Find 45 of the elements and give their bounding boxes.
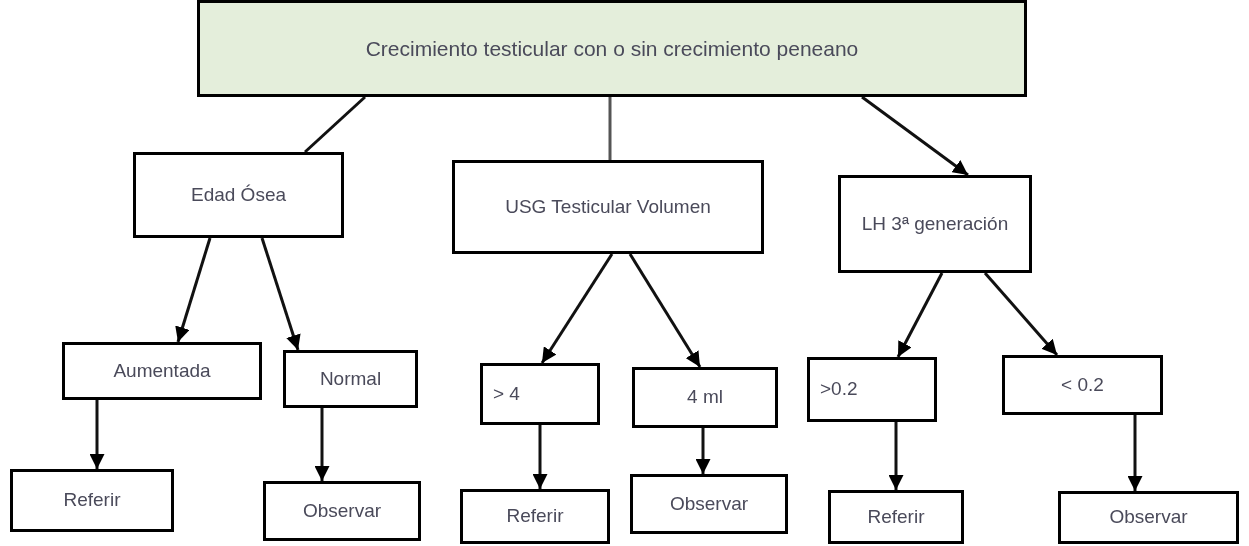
arrow	[540, 253, 614, 364]
box-label: 4 ml	[687, 385, 723, 410]
box-label: Observar	[1109, 505, 1188, 530]
process-box	[828, 490, 964, 544]
process-box	[1058, 491, 1239, 544]
process-box	[133, 152, 344, 238]
box-label: > 4	[493, 381, 520, 406]
process-box	[62, 342, 262, 400]
process-box	[263, 481, 421, 541]
box-label: < 0.2	[1061, 372, 1104, 397]
process-box	[480, 363, 600, 425]
arrow	[896, 272, 944, 358]
box-label: USG Testicular Volumen	[505, 194, 711, 219]
process-box	[632, 367, 778, 428]
arrow	[1127, 415, 1143, 491]
box-label: Referir	[506, 504, 564, 529]
box-label: Aumentada	[113, 358, 211, 383]
process-box	[283, 350, 418, 408]
arrow	[628, 253, 702, 368]
box-label: Referir	[63, 488, 121, 513]
arrow	[888, 422, 904, 490]
box-label: LH 3ª generación	[861, 211, 1009, 236]
process-box	[460, 489, 610, 544]
process-box	[838, 175, 1032, 273]
process-box	[1002, 355, 1163, 415]
title-box	[197, 0, 1027, 97]
box-label: Observar	[669, 491, 749, 516]
box-label: Observar	[302, 498, 382, 523]
arrow	[314, 408, 330, 481]
arrow	[861, 95, 969, 177]
box-label: >0.2	[820, 377, 858, 402]
arrow	[983, 272, 1059, 356]
process-box	[630, 474, 788, 534]
box-label: Crecimiento testicular con o sin crecimiento peneano	[365, 35, 859, 62]
process-box	[10, 469, 174, 532]
arrow	[175, 237, 212, 343]
arrow	[89, 400, 105, 469]
box-label: Referir	[867, 504, 925, 529]
arrow	[532, 425, 548, 489]
box-label: Normal	[319, 366, 382, 391]
arrow	[695, 428, 711, 474]
arrow	[260, 237, 301, 351]
process-box	[452, 160, 764, 254]
process-box	[807, 357, 937, 422]
box-label: Edad Ósea	[190, 182, 287, 207]
